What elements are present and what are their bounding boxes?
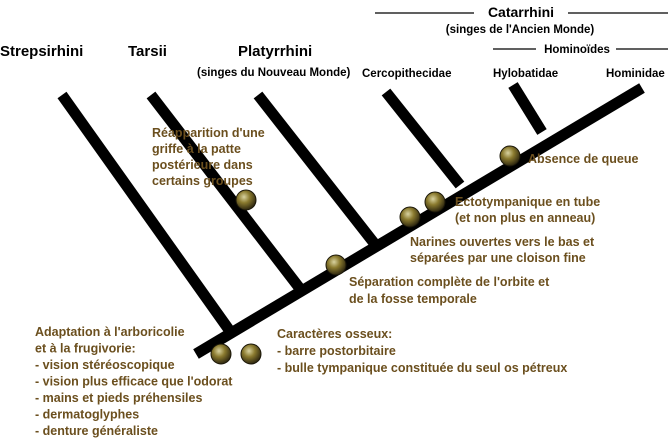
node-narines: [399, 206, 421, 228]
apomorphy-nodes: [210, 145, 521, 365]
label-hominidae: Hominidae: [606, 68, 665, 80]
trait-griffe-line-4: certains groupes: [152, 174, 253, 188]
node-osseux: [240, 343, 262, 365]
node-griffe: [235, 189, 257, 211]
trait-griffe: Réapparition d'une griffe à la patte pos…: [152, 126, 268, 188]
branch-hylobatidae: [508, 82, 547, 135]
trait-arboricolie-line-1: Adaptation à l'arboricolie: [35, 325, 185, 339]
trait-queue: Absence de queue: [528, 152, 638, 166]
trait-orbite: Séparation complète de l'orbite et de la…: [349, 275, 553, 306]
node-queue: [499, 145, 521, 167]
node-arboricolie: [210, 343, 232, 365]
trait-osseux-line-2: - barre postorbitaire: [277, 344, 396, 358]
node-ectotympanique: [424, 191, 446, 213]
trait-narines-line-2: séparées par une cloison fine: [410, 251, 586, 265]
node-orbite: [325, 254, 347, 276]
trait-arboricolie-line-6: - dermatoglyphes: [35, 408, 139, 422]
trait-griffe-line-2: griffe à la patte: [152, 142, 241, 156]
branch-strepsirhini: [57, 91, 237, 338]
label-cercopithecidae: Cercopithecidae: [362, 68, 451, 80]
label-platyrrhini-sub: (singes du Nouveau Monde): [197, 67, 351, 79]
trait-queue-line-1: Absence de queue: [528, 152, 638, 166]
trait-orbite-line-2: de la fosse temporale: [349, 292, 477, 306]
label-hylobatidae: Hylobatidae: [493, 68, 558, 80]
branch-tarsii: [146, 91, 306, 294]
trait-arboricolie: Adaptation à l'arboricolie et à la frugi…: [35, 325, 236, 438]
trait-narines-line-1: Narines ouvertes vers le bas et: [410, 235, 595, 249]
branch-platyrrhini: [253, 91, 379, 247]
trait-orbite-line-1: Séparation complète de l'orbite et: [349, 275, 550, 289]
trait-narines: Narines ouvertes vers le bas et séparées…: [410, 235, 598, 265]
label-strepsirhini: Strepsirhini: [0, 43, 83, 60]
trait-arboricolie-line-4: - vision plus efficace que l'odorat: [35, 375, 233, 389]
trait-arboricolie-line-5: - mains et pieds préhensiles: [35, 391, 202, 405]
label-catarrhini-sub: (singes de l'Ancien Monde): [446, 24, 595, 36]
trait-osseux-line-1: Caractères osseux:: [277, 327, 392, 341]
trait-arboricolie-line-2: et à la frugivorie:: [35, 342, 136, 356]
trait-ectotympanique-line-2: (et non plus en anneau): [455, 211, 595, 225]
branch-cercopithecidae: [381, 88, 465, 189]
label-catarrhini: Catarrhini: [488, 4, 554, 20]
label-hominoides: Hominoïdes: [544, 44, 610, 56]
label-platyrrhini: Platyrrhini: [238, 43, 312, 60]
trait-ectotympanique: Ectotympanique en tube (et non plus en a…: [455, 195, 604, 225]
label-tarsii: Tarsii: [128, 43, 167, 60]
trait-griffe-line-1: Réapparition d'une: [152, 126, 265, 140]
trait-osseux-line-3: - bulle tympanique constituée du seul os…: [277, 361, 567, 375]
trait-osseux: Caractères osseux: - barre postorbitaire…: [277, 327, 567, 375]
trait-ectotympanique-line-1: Ectotympanique en tube: [455, 195, 600, 209]
trait-arboricolie-line-7: - denture généraliste: [35, 424, 158, 438]
trait-griffe-line-3: postérieure dans: [152, 158, 253, 172]
trait-arboricolie-line-3: - vision stéréoscopique: [35, 358, 175, 372]
